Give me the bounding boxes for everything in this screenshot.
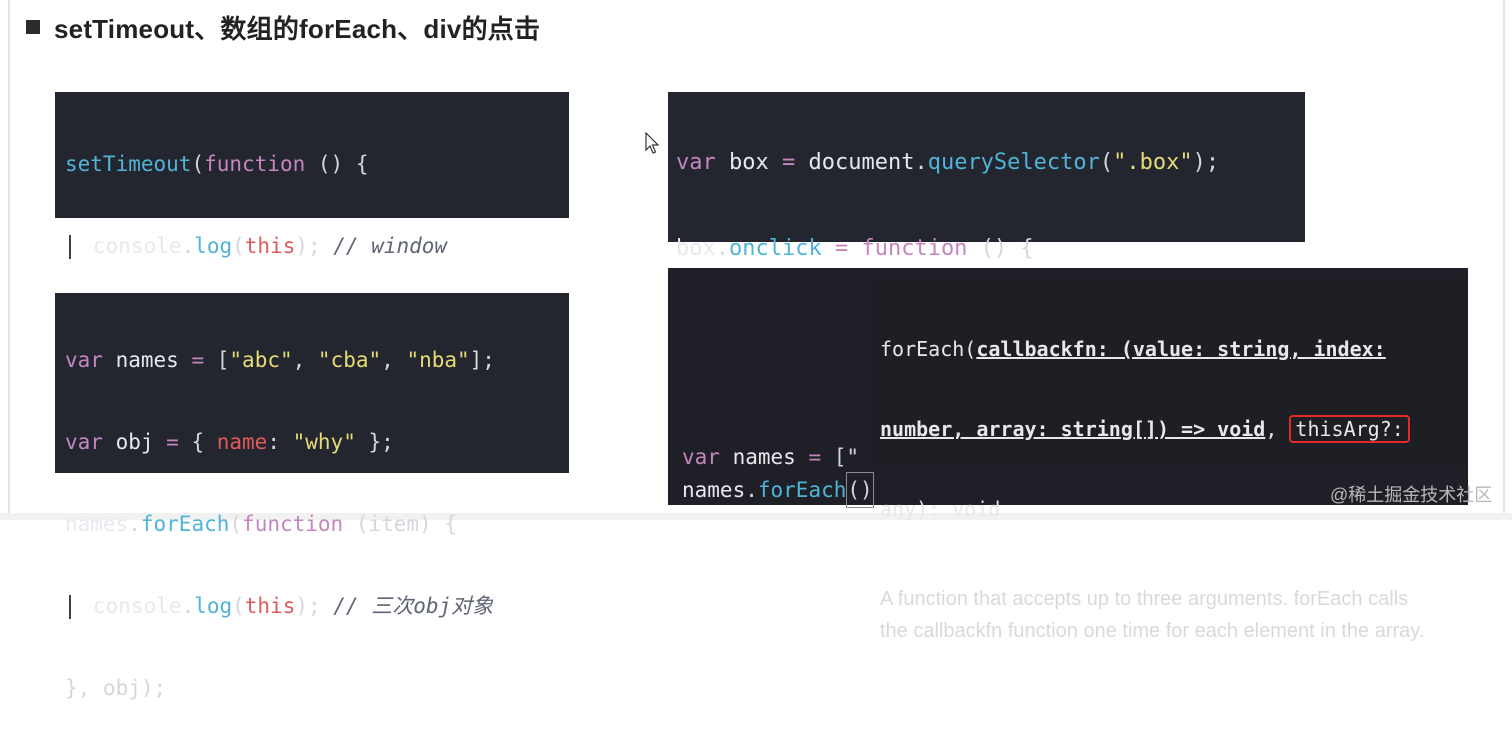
code-line: var obj = { name: "why" }; [65, 430, 394, 454]
code-line: var box = document.querySelector(".box")… [676, 150, 1220, 175]
code-line: names.forEach() [682, 472, 874, 508]
code-line: var names = [" [682, 445, 860, 469]
frame-left-border [8, 0, 10, 520]
code-line: console.log(this); // window [65, 229, 559, 263]
code-block-foreach: var names = ["abc", "cba", "nba"]; var o… [55, 293, 569, 700]
signature-line: forEach(callbackfn: (value: string, inde… [880, 337, 1386, 361]
frame-right-border [1503, 0, 1505, 520]
code-line: var names = ["abc", "cba", "nba"]; [65, 348, 495, 372]
tooltip-description: A function that accepts up to three argu… [880, 583, 1458, 647]
description-line: A function that accepts up to three argu… [880, 588, 1409, 610]
code-line: names.forEach(function (item) { [65, 512, 457, 536]
square-bullet-icon [26, 20, 40, 34]
code-line: }, obj); [65, 676, 167, 700]
signature-line: number, array: string[]) => void, thisAr… [880, 413, 1458, 445]
watermark: @稀土掘金技术社区 [1330, 485, 1493, 505]
frame-bottom-border [0, 513, 1512, 520]
code-line: console.log(this); // 三次obj对象 [65, 589, 559, 623]
text-cursor-box: () [846, 472, 874, 508]
code-line: setTimeout(function () { [65, 152, 369, 176]
mouse-pointer-icon [645, 132, 659, 154]
indent-guide [69, 595, 71, 619]
indent-guide [69, 235, 71, 259]
title-text: setTimeout、数组的forEach、div的点击 [54, 13, 541, 44]
hover-tooltip: forEach(callbackfn: (value: string, inde… [870, 277, 1468, 642]
tooltip-signature: forEach(callbackfn: (value: string, inde… [880, 285, 1458, 573]
code-line: box.onclick = function () { [676, 236, 1034, 261]
slide-title: setTimeout、数组的forEach、div的点击 [26, 10, 540, 44]
code-block-settimeout: setTimeout(function () { console.log(thi… [55, 92, 569, 340]
description-line: the callbackfn function one time for eac… [880, 620, 1425, 642]
thisarg-highlight: thisArg?: [1289, 415, 1410, 443]
code-block-onclick: var box = document.querySelector(".box")… [668, 92, 1305, 433]
signature-line: any): void [880, 497, 1001, 521]
